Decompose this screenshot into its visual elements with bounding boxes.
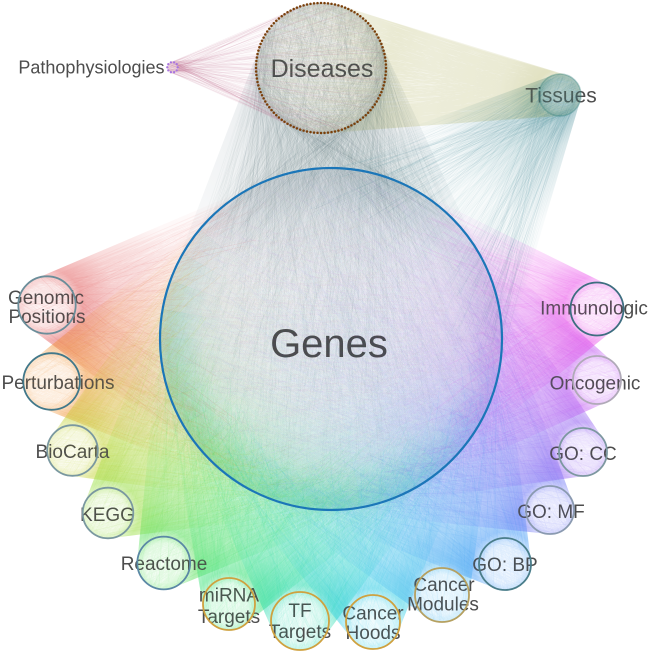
- svg-text:Targets: Targets: [269, 622, 331, 643]
- svg-text:BioCarta: BioCarta: [36, 442, 110, 463]
- svg-text:Immunologic: Immunologic: [540, 299, 648, 320]
- svg-text:Cancer: Cancer: [413, 575, 475, 596]
- svg-text:KEGG: KEGG: [80, 505, 135, 526]
- svg-text:miRNA: miRNA: [199, 586, 259, 607]
- svg-text:Pathophysiologies: Pathophysiologies: [18, 58, 164, 78]
- svg-text:Hoods: Hoods: [346, 623, 401, 644]
- svg-text:Reactome: Reactome: [121, 554, 208, 575]
- svg-text:Targets: Targets: [198, 607, 260, 628]
- svg-text:Diseases: Diseases: [271, 55, 374, 83]
- svg-text:TF: TF: [288, 601, 311, 622]
- svg-text:Positions: Positions: [8, 307, 85, 328]
- svg-text:Tissues: Tissues: [525, 85, 597, 108]
- svg-text:GO: BP: GO: BP: [472, 555, 537, 576]
- svg-text:GO: CC: GO: CC: [549, 444, 617, 465]
- svg-text:Genomic: Genomic: [8, 288, 84, 309]
- svg-text:Genes: Genes: [270, 322, 388, 366]
- svg-text:Perturbations: Perturbations: [1, 373, 114, 394]
- svg-text:Cancer: Cancer: [342, 604, 404, 625]
- svg-text:GO: MF: GO: MF: [517, 502, 585, 523]
- svg-text:Modules: Modules: [407, 595, 479, 616]
